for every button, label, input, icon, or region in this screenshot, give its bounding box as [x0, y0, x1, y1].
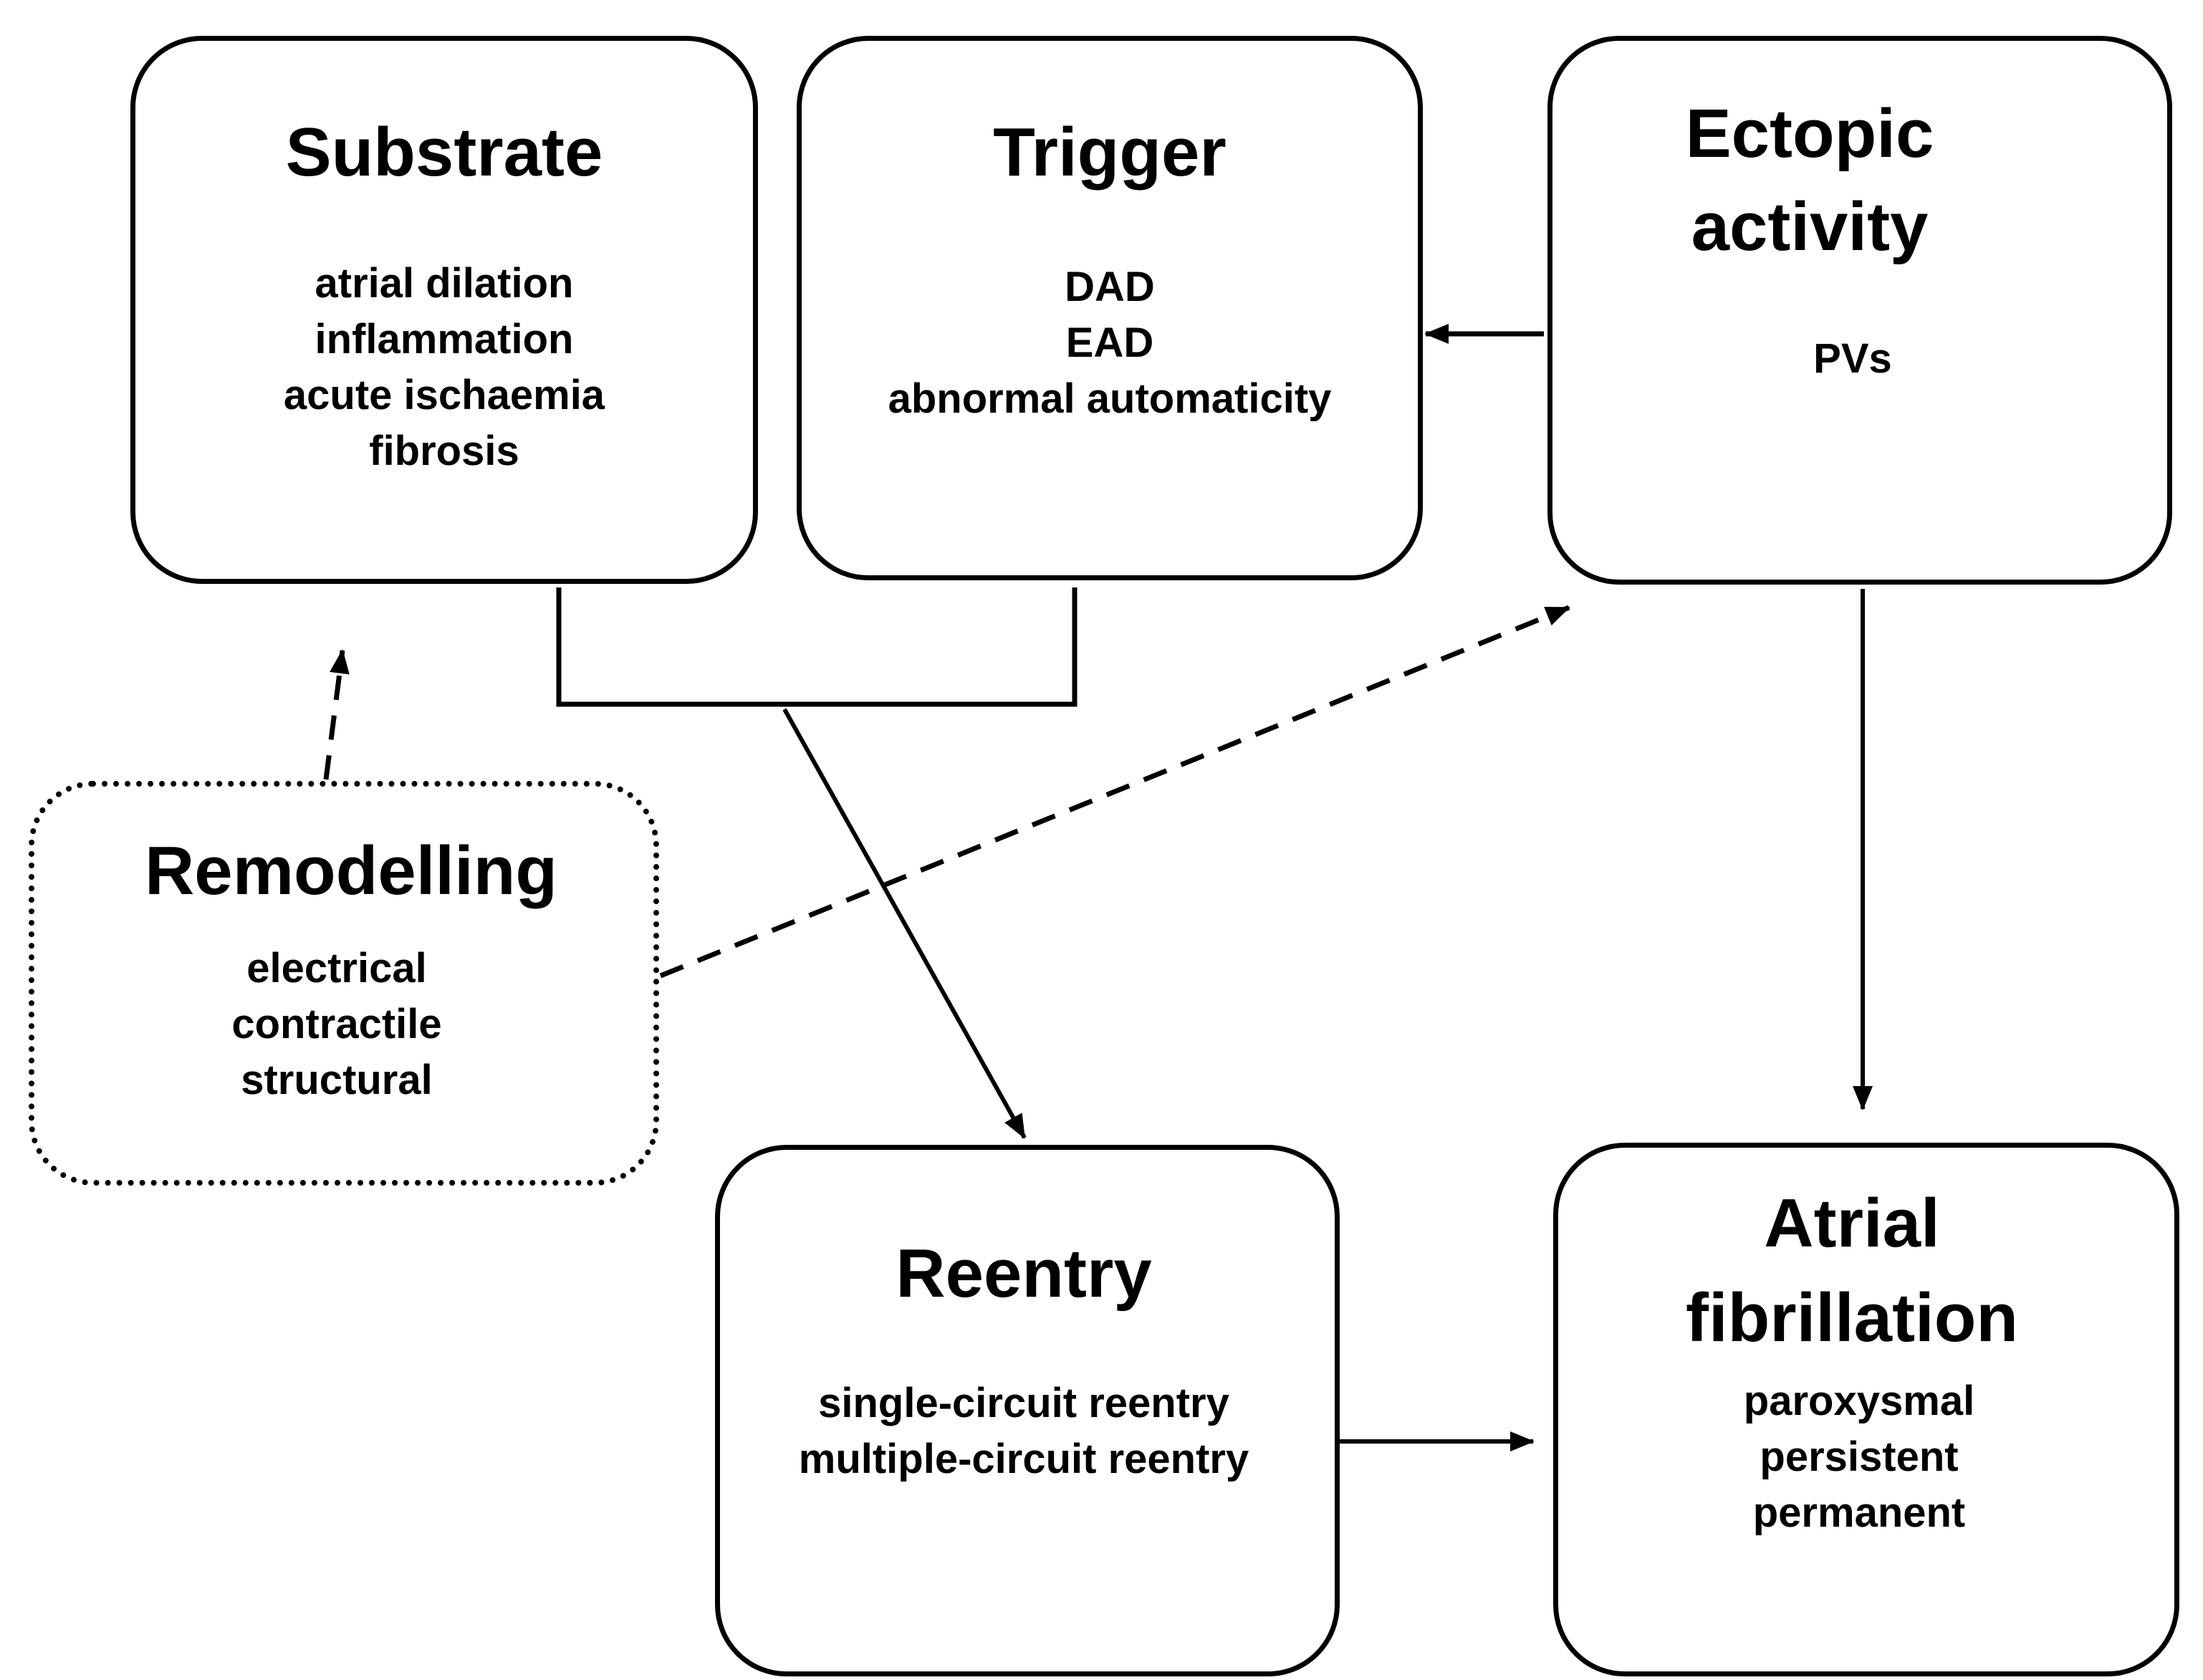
list-item: persistent: [1760, 1434, 1959, 1480]
ectopic-title-line: Ectopic: [1685, 95, 1934, 172]
list-item: single-circuit reentry: [818, 1380, 1229, 1426]
af-title-line: Atrial: [1764, 1185, 1940, 1262]
substrate-title: Substrate: [285, 114, 603, 191]
reentry-list: single-circuit reentry multiple-circuit …: [713, 1376, 1335, 1487]
trigger-box: Trigger DAD EAD abnormal automaticity: [797, 36, 1423, 580]
list-item: DAD: [1065, 264, 1155, 310]
list-item: contractile: [231, 1001, 442, 1047]
reentry-title: Reentry: [896, 1235, 1152, 1312]
af-title-line: fibrillation: [1686, 1280, 2018, 1356]
list-item: paroxysmal: [1743, 1378, 1975, 1424]
af-list: paroxysmal persistent permanent: [1544, 1373, 2174, 1541]
ectopic-title: Ectopic activity: [1452, 87, 2167, 274]
list-item: EAD: [1065, 320, 1154, 366]
substrate-list: atrial dilation inflammation acute ischa…: [135, 256, 753, 479]
list-item: permanent: [1752, 1489, 1966, 1536]
ectopic-activity-box: Ectopic activity PVs: [1547, 36, 2172, 585]
remodelling-to-ectopic-arrow: [659, 605, 1570, 979]
substrate-box: Substrate atrial dilation inflammation a…: [130, 36, 758, 584]
list-item: acute ischaemia: [283, 372, 605, 418]
reentry-box: Reentry single-circuit reentry multiple-…: [715, 1145, 1340, 1676]
list-item: multiple-circuit reentry: [798, 1436, 1249, 1482]
trigger-list: DAD EAD abnormal automaticity: [802, 259, 1418, 427]
list-item: electrical: [246, 945, 427, 992]
list-item: PVs: [1813, 335, 1892, 382]
remodelling-box: Remodelling electrical contractile struc…: [29, 781, 659, 1186]
trigger-title: Trigger: [993, 114, 1227, 191]
list-item: atrial dilation: [315, 260, 574, 307]
remodelling-list: electrical contractile structural: [20, 941, 653, 1108]
list-item: inflammation: [315, 316, 574, 363]
list-item: fibrosis: [369, 428, 519, 474]
ectopic-title-line: activity: [1691, 188, 1929, 265]
remodelling-to-substrate-arrow: [323, 649, 350, 780]
remodelling-title: Remodelling: [144, 832, 558, 909]
af-title: Atrial fibrillation: [1530, 1176, 2174, 1365]
join-to-reentry-arrow: [782, 708, 1027, 1139]
substrate-trigger-join-line: [556, 587, 1077, 707]
list-item: structural: [241, 1057, 433, 1103]
list-item: abnormal automaticity: [888, 375, 1332, 422]
atrial-fibrillation-box: Atrial fibrillation paroxysmal persisten…: [1553, 1143, 2179, 1676]
ectopic-list: PVs: [1538, 331, 2167, 387]
